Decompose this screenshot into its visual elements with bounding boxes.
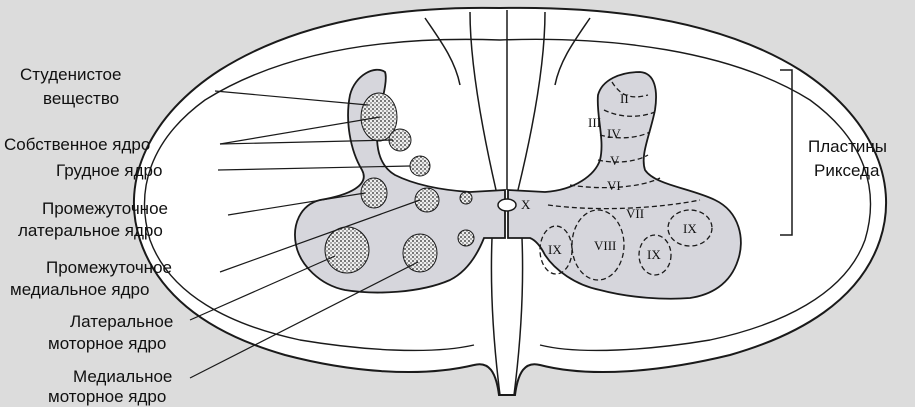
central-canal [498,199,516,211]
label-thoracic: Грудное ядро [56,161,162,180]
small-nucleus-mid [460,192,472,204]
lamina-vi-label: VI [607,178,621,193]
label-gelatinosa-2: вещество [43,89,119,108]
label-proper: Собственное ядро [4,135,150,154]
lamina-ii-label: II [620,91,629,106]
lamina-iii-label: III [588,115,601,130]
lateral-motor-nucleus [325,227,369,273]
label-intermediolateral-1: Промежуточное [42,199,168,218]
lamina-ix-label-a: IX [548,242,562,257]
lamina-iv-label: IV [607,126,621,141]
label-medial-motor-1: Медиальное [73,367,172,386]
label-intermediomedial-2: медиальное ядро [10,280,149,299]
label-rexed-1: Пластины [808,137,887,156]
medial-motor-nucleus [403,234,437,272]
lamina-v-label: V [610,153,620,168]
label-lateral-motor-2: моторное ядро [48,334,166,353]
label-rexed-2: Рикседа [814,161,880,180]
label-lateral-motor-1: Латеральное [70,312,173,331]
label-medial-motor-2: моторное ядро [48,387,166,406]
lamina-x-label: X [521,197,531,212]
label-gelatinosa-1: Студенистое [20,65,121,84]
thoracic-nucleus [410,156,430,176]
lamina-ix-label-b: IX [647,247,661,262]
small-nucleus-ventral [458,230,474,246]
label-intermediomedial-1: Промежуточное [46,258,172,277]
lamina-viii-label: VIII [594,238,616,253]
lamina-vii-label: VII [626,206,644,221]
label-intermediolateral-2: латеральное ядро [18,221,163,240]
lamina-ix-label-c: IX [683,221,697,236]
